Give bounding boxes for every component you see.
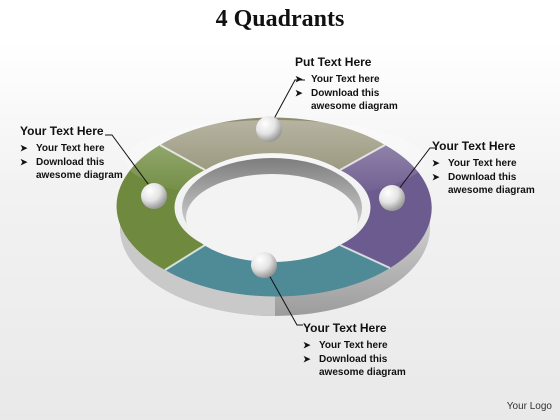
callout-bullet: ➤Download this awesome diagram <box>432 172 535 196</box>
callout-heading: Your Text Here <box>20 124 104 138</box>
marker-ball-top <box>256 116 282 142</box>
bullet-arrow-icon: ➤ <box>295 74 303 84</box>
bullet-arrow-icon: ➤ <box>20 143 28 153</box>
callout-bullet: ➤Your Text here <box>20 143 105 154</box>
page-title: 4 Quadrants <box>215 6 345 32</box>
callout-heading: Your Text Here <box>303 321 387 335</box>
bullet-arrow-icon: ➤ <box>295 88 303 98</box>
callout-bullet: ➤Your Text here <box>295 74 380 85</box>
callout-bullet: ➤Download this awesome diagram <box>295 88 398 112</box>
ring-center-hole <box>186 174 358 262</box>
title-band <box>0 0 560 40</box>
callout-bullet: ➤Your Text here <box>303 340 388 351</box>
callout-heading: Your Text Here <box>432 139 516 153</box>
callout-top: Put Text Here ➤Your Text here ➤Download … <box>295 56 425 114</box>
bullet-arrow-icon: ➤ <box>432 172 440 182</box>
logo-text: Your Logo <box>506 401 552 412</box>
callout-leader-lines <box>105 79 435 326</box>
callout-bullet: ➤Your Text here <box>432 158 517 169</box>
quadrant-bottom-segment <box>165 245 390 297</box>
callout-left: Your Text Here ➤Your Text here ➤Download… <box>20 125 135 183</box>
bullet-arrow-icon: ➤ <box>20 157 28 167</box>
bullet-arrow-icon: ➤ <box>303 340 311 350</box>
marker-ball-bottom <box>251 252 277 278</box>
bullet-arrow-icon: ➤ <box>303 354 311 364</box>
callout-right: Your Text Here ➤Your Text here ➤Download… <box>432 140 552 198</box>
callout-bullet: ➤Download this awesome diagram <box>20 157 123 181</box>
marker-ball-right <box>379 185 405 211</box>
callout-heading: Put Text Here <box>295 55 372 69</box>
callout-bullet: ➤Download this awesome diagram <box>303 354 406 378</box>
callout-bottom: Your Text Here ➤Your Text here ➤Download… <box>303 322 428 380</box>
marker-ball-left <box>141 183 167 209</box>
bullet-arrow-icon: ➤ <box>432 158 440 168</box>
